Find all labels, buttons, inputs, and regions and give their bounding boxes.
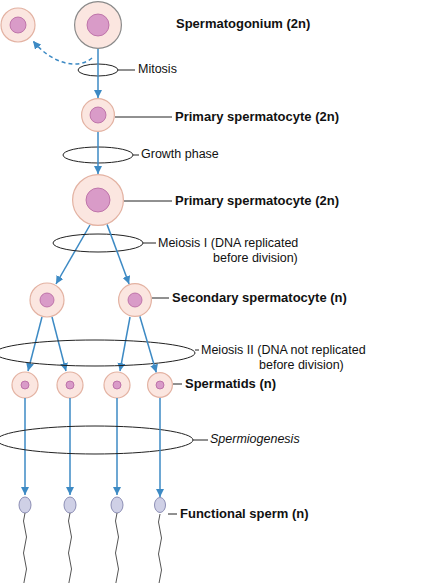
process-label: Meiosis I (DNA replicated before divisio… bbox=[158, 236, 323, 266]
cell-nucleus bbox=[156, 381, 164, 389]
cell-nucleus bbox=[40, 293, 54, 307]
cell-body bbox=[82, 99, 115, 132]
leader-line bbox=[133, 155, 139, 156]
division-arrow bbox=[120, 317, 130, 371]
stage-arrow bbox=[97, 132, 99, 174]
cell-outline bbox=[118, 283, 152, 317]
cell-label: Primary spermatocyte (2n) bbox=[175, 193, 339, 209]
leader-line bbox=[143, 243, 156, 244]
stage-arrow bbox=[140, 316, 157, 372]
process-label: Spermiogenesis bbox=[210, 432, 360, 447]
cell-node: Secondary spermatocyte (n) bbox=[118, 283, 152, 317]
leader-line bbox=[124, 201, 172, 202]
cell-label: Functional sperm (n) bbox=[180, 506, 309, 522]
maturation-arrow bbox=[69, 398, 71, 495]
cell-body bbox=[119, 284, 152, 317]
cell-outline bbox=[74, 1, 122, 49]
leader-line bbox=[193, 440, 208, 441]
cell-nucleus bbox=[66, 381, 74, 389]
leader-line bbox=[115, 117, 172, 118]
sperm-tail bbox=[24, 513, 27, 583]
cell-outline bbox=[81, 98, 115, 132]
cell-nucleus bbox=[128, 293, 142, 307]
cell-node: Spermatids (n) bbox=[147, 372, 173, 398]
cell-body bbox=[57, 372, 83, 398]
sperm-head bbox=[155, 498, 166, 513]
cell-nucleus bbox=[21, 381, 29, 389]
cell-body bbox=[148, 373, 173, 398]
mitosis-arrow bbox=[33, 41, 92, 64]
process-ring bbox=[0, 426, 193, 454]
cell-node: Spermatogonium (2n) bbox=[74, 1, 122, 49]
process-ring bbox=[78, 64, 118, 76]
leader-line bbox=[152, 298, 169, 299]
cell-nucleus bbox=[87, 14, 109, 36]
cell-nucleus bbox=[90, 107, 106, 123]
cell-outline bbox=[154, 497, 166, 513]
cell-body bbox=[104, 372, 130, 398]
process-label: Mitosis bbox=[138, 62, 258, 77]
cell-nucleus bbox=[113, 381, 121, 389]
sperm-tail bbox=[159, 514, 162, 583]
process-label: Meiosis II (DNA not replicated before di… bbox=[201, 343, 401, 373]
process-ring bbox=[53, 234, 143, 252]
process-ring bbox=[63, 147, 133, 163]
sperm-head bbox=[64, 497, 76, 513]
sperm-cell: Functional sperm (n) bbox=[154, 497, 166, 513]
cell-nucleus bbox=[10, 17, 26, 33]
process-label: Growth phase bbox=[141, 147, 261, 162]
cell-label: Spermatogonium (2n) bbox=[176, 16, 310, 32]
cell-node: Primary spermatocyte (2n) bbox=[72, 174, 124, 226]
cell-body bbox=[30, 283, 64, 317]
cell-nucleus bbox=[86, 188, 110, 212]
division-arrow bbox=[52, 317, 66, 371]
cell-label: Secondary spermatocyte (n) bbox=[172, 290, 347, 306]
cell-body bbox=[12, 372, 38, 398]
sperm-head bbox=[19, 497, 31, 513]
cell-body bbox=[75, 2, 122, 49]
sperm-head bbox=[111, 497, 123, 513]
cell-outline bbox=[72, 174, 124, 226]
cell-label: Primary spermatocyte (2n) bbox=[175, 109, 339, 125]
process-ring bbox=[0, 340, 195, 366]
maturation-arrow bbox=[116, 398, 118, 495]
leader-line bbox=[118, 70, 135, 71]
leader-line bbox=[168, 514, 177, 515]
cell-body bbox=[73, 175, 124, 226]
stage-arrow bbox=[97, 49, 99, 98]
stage-arrow bbox=[107, 224, 129, 284]
cell-label: Spermatids (n) bbox=[185, 376, 276, 392]
cell-outline bbox=[147, 372, 173, 398]
stage-arrow bbox=[159, 398, 161, 497]
division-arrow bbox=[56, 225, 90, 284]
leader-line bbox=[173, 384, 182, 385]
maturation-arrow bbox=[24, 398, 26, 495]
sperm-tail bbox=[116, 513, 119, 583]
cell-node: Primary spermatocyte (2n) bbox=[81, 98, 115, 132]
leader-line bbox=[195, 350, 199, 351]
sperm-tail bbox=[69, 513, 72, 583]
cell-body bbox=[1, 8, 35, 42]
